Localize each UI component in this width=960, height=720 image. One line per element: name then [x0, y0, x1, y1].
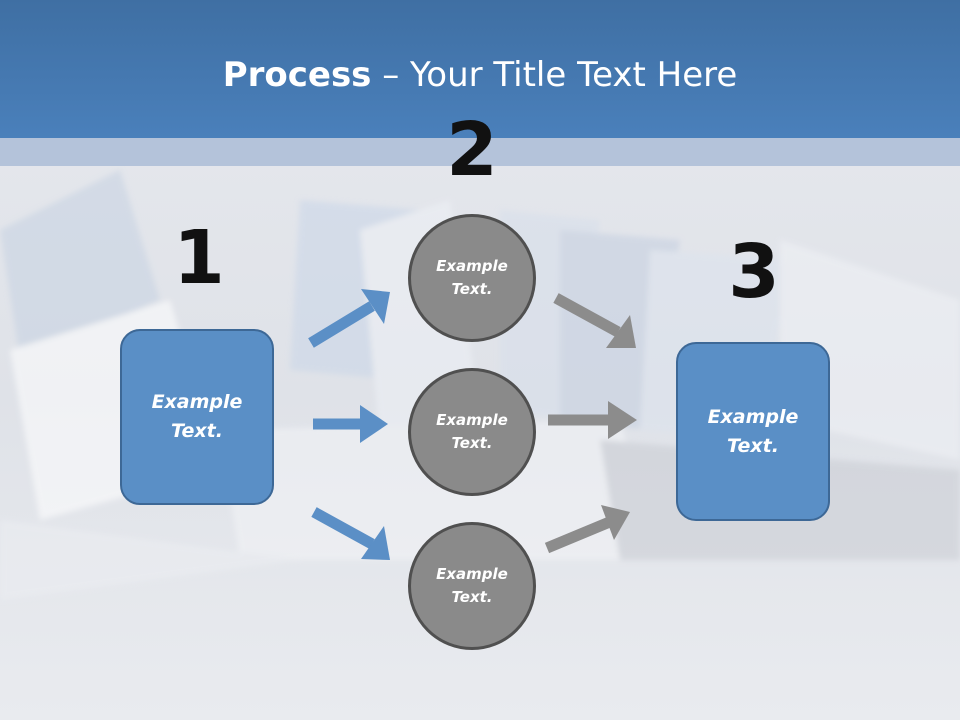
page-title: Process – Your Title Text Here [0, 52, 960, 98]
circle-middle-line2: Text. [451, 434, 493, 452]
process-circle-middle: Example Text. [408, 368, 536, 496]
arrow-left-to-top [308, 289, 390, 348]
box-right-line2: Text. [727, 434, 779, 457]
step-number-2: 2 [446, 107, 498, 193]
process-box-right: Example Text. [676, 342, 830, 521]
circle-top-line1: Example [436, 257, 508, 275]
arrow-bottom-to-right [544, 505, 630, 554]
step-number-1: 1 [173, 215, 225, 301]
arrow-left-to-bottom [311, 507, 390, 560]
circle-top-line2: Text. [451, 280, 493, 298]
process-circle-bottom: Example Text. [408, 522, 536, 650]
title-rest: – Your Title Text Here [371, 55, 738, 95]
box-right-line1: Example [707, 405, 799, 428]
title-bold: Process [222, 55, 372, 95]
process-circle-top: Example Text. [408, 214, 536, 342]
circle-bottom-line1: Example [436, 565, 508, 583]
arrow-left-to-middle [313, 405, 388, 443]
step-number-3: 3 [728, 229, 780, 315]
header-strip [0, 138, 960, 166]
arrow-middle-to-right [548, 401, 637, 439]
process-box-left: Example Text. [120, 329, 274, 505]
arrow-top-to-right [553, 293, 636, 348]
circle-middle-line1: Example [436, 411, 508, 429]
box-left-line1: Example [151, 391, 243, 413]
header-band [0, 0, 960, 138]
circle-bottom-line2: Text. [451, 588, 493, 606]
box-left-line2: Text. [171, 420, 223, 442]
